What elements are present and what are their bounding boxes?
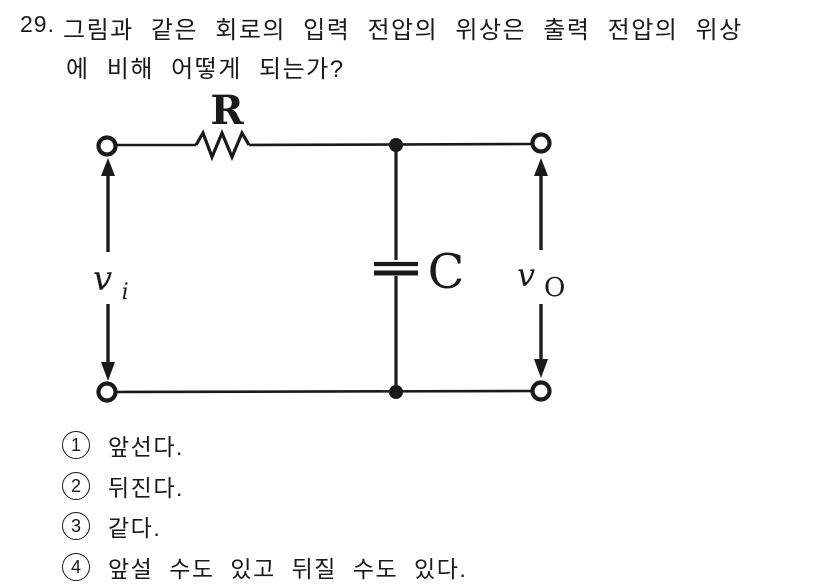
- choice-item-1: 1 앞선다.: [62, 425, 682, 466]
- choice-number-3: 3: [62, 512, 90, 541]
- choice-text-3: 같다.: [108, 515, 162, 542]
- junction-dot-top: [389, 138, 403, 152]
- input-arrow-down-head: [101, 362, 115, 381]
- output-voltage-label: v O: [517, 256, 565, 303]
- input-arrow-up-head: [101, 158, 115, 176]
- choice-number-4: 4: [62, 552, 90, 581]
- choice-text-2: 뒤진다.: [108, 474, 184, 501]
- input-voltage-label: v i: [93, 259, 129, 305]
- terminal-top-right: [530, 132, 552, 154]
- question-text-line1: 그림과 같은 회로의 입력 전압의 위상은 출력 전압의 위상: [63, 17, 743, 44]
- choice-text-1: 앞선다.: [108, 434, 184, 461]
- question-number: 29.: [20, 11, 55, 37]
- choice-number-1: 1: [62, 431, 90, 460]
- terminal-bottom-left: [96, 381, 118, 403]
- capacitor-label: C: [428, 244, 465, 300]
- terminal-bottom-right: [530, 380, 552, 402]
- output-arrow-down-head: [534, 359, 548, 378]
- choices-list: 1 앞선다. 2 뒤진다. 3 같다. 4 앞설 수도 있고 뒤질 수도 있다.: [62, 425, 682, 586]
- question-text-line2: 에 비해 어떻게 되는가?: [66, 56, 345, 83]
- output-arrow-up-head: [534, 158, 548, 176]
- terminal-top-left: [96, 135, 118, 157]
- choice-item-3: 3 같다.: [62, 506, 682, 547]
- choice-text-4: 앞설 수도 있고 뒤질 수도 있다.: [108, 555, 468, 582]
- choice-item-4: 4 앞설 수도 있고 뒤질 수도 있다.: [62, 547, 682, 586]
- resistor-label: R: [210, 87, 244, 134]
- choice-number-2: 2: [62, 471, 90, 500]
- choice-item-2: 2 뒤진다.: [62, 466, 682, 507]
- junction-dot-bottom: [389, 385, 403, 399]
- wire-bottom: [115, 389, 534, 394]
- resistor-symbol: [194, 128, 251, 162]
